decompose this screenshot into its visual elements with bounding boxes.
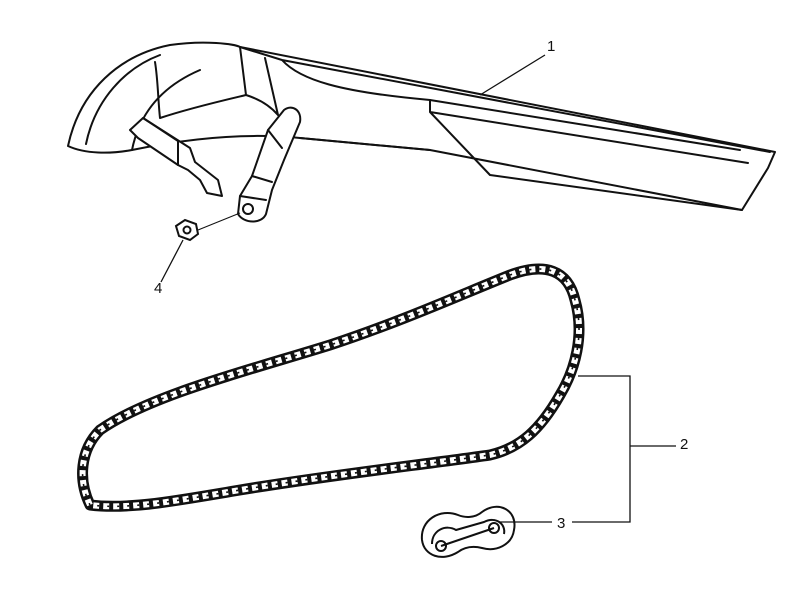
nut-to-bracket-line: [197, 212, 241, 231]
hex-nut-drawing: [174, 218, 200, 242]
master-link-drawing: [420, 505, 516, 558]
chain-guard-drawing: [67, 41, 776, 223]
drive-chain-drawing: [77, 263, 585, 512]
leader-line-4: [160, 239, 184, 283]
callout-4: 4: [154, 280, 163, 297]
leader-line-1: [479, 54, 546, 96]
callout-2: 2: [680, 436, 689, 453]
callout-1: 1: [547, 38, 556, 55]
callout-3: 3: [557, 515, 566, 532]
callout-bracket: [500, 375, 676, 523]
